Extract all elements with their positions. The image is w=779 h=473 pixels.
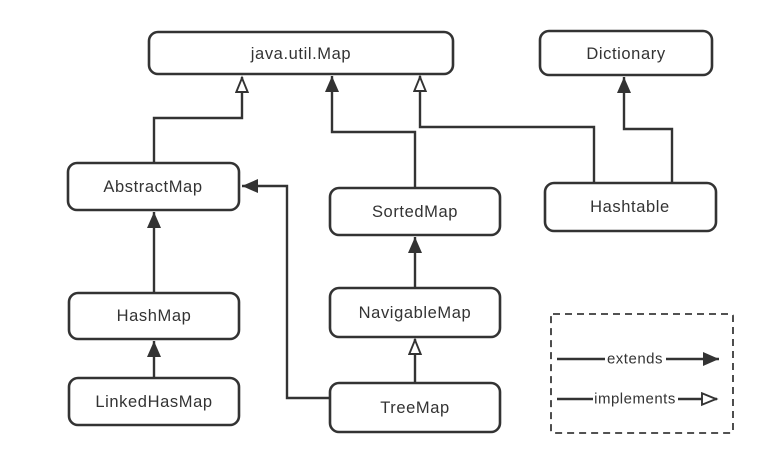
node-java-util-map-box <box>147 30 455 76</box>
legend: extends implements <box>550 313 734 434</box>
legend-implements-label: implements <box>594 391 676 408</box>
node-hashtable-box <box>543 181 718 233</box>
edge-abstractmap-implements-map <box>152 77 242 163</box>
node-abstractmap-label: AbstractMap <box>103 178 202 196</box>
node-dictionary-label: Dictionary <box>586 45 666 63</box>
node-treemap-box <box>328 381 502 434</box>
node-linkedhasmap-label: LinkedHasMap <box>95 393 212 411</box>
node-navigablemap-box <box>328 286 502 339</box>
node-hashmap-box <box>67 291 241 341</box>
node-linkedhasmap-box <box>67 376 241 427</box>
legend-row-extends: extends <box>557 351 719 368</box>
node-abstractmap-box <box>66 161 241 212</box>
node-hashtable: Hashtable <box>543 181 718 233</box>
node-linkedhasmap: LinkedHasMap <box>67 376 241 427</box>
edge-sortedmap-extends-map <box>325 76 417 188</box>
node-treemap: TreeMap <box>328 381 502 434</box>
edge-hashtable-extends-dictionary <box>617 77 674 183</box>
node-abstractmap: AbstractMap <box>66 161 241 212</box>
node-hashmap-label: HashMap <box>117 307 192 325</box>
legend-border <box>550 313 734 434</box>
legend-row-implements: implements <box>557 391 717 408</box>
node-treemap-label: TreeMap <box>380 399 450 417</box>
edge-treemap-extends-abstractmap <box>242 179 330 400</box>
node-navigablemap: NavigableMap <box>328 286 502 339</box>
node-sortedmap-label: SortedMap <box>372 203 458 221</box>
node-java-util-map: java.util.Map <box>147 30 455 76</box>
node-sortedmap-box <box>328 186 502 237</box>
edge-hashtable-implements-map <box>420 76 596 183</box>
node-hashmap: HashMap <box>67 291 241 341</box>
node-navigablemap-label: NavigableMap <box>359 304 472 322</box>
node-hashtable-label: Hashtable <box>590 198 670 216</box>
node-dictionary: Dictionary <box>538 29 714 77</box>
node-java-util-map-label: java.util.Map <box>250 45 351 63</box>
node-dictionary-box <box>538 29 714 77</box>
node-sortedmap: SortedMap <box>328 186 502 237</box>
legend-extends-label: extends <box>607 351 663 368</box>
